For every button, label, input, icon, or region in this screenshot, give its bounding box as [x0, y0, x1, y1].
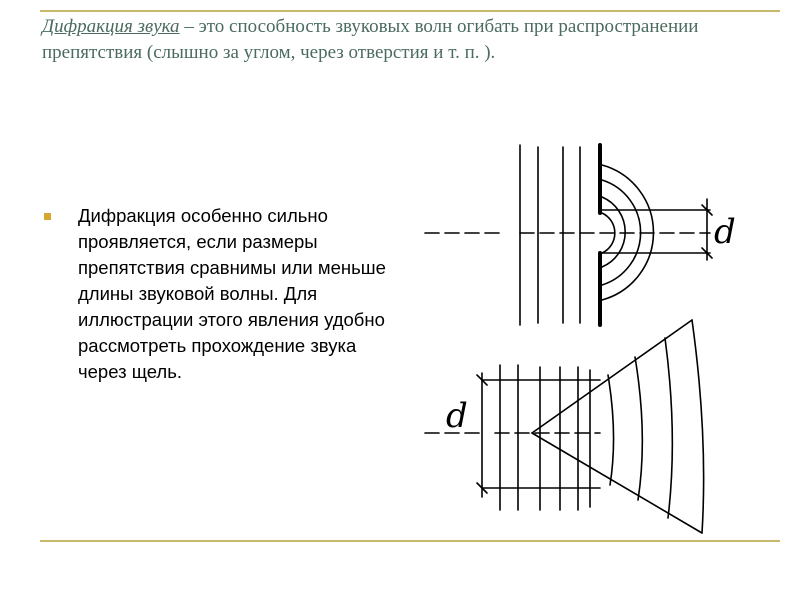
- bottom-arc-4: [691, 319, 705, 534]
- bottom-cone-lower: [531, 432, 703, 534]
- title-definition: – это способность звуковых волн огибать …: [42, 16, 699, 63]
- slide-title: Дифракция звука – это способность звуков…: [42, 14, 762, 66]
- bottom-divider: [40, 540, 780, 542]
- top-dim-tick-lower: [701, 247, 713, 259]
- diffraction-figure: d d: [424, 143, 736, 534]
- top-arc-1: [601, 212, 616, 254]
- bottom-dimension-label: d: [446, 396, 468, 436]
- top-dim-tick-upper: [701, 204, 713, 216]
- bullet-text: Дифракция особенно сильно проявляется, е…: [78, 205, 386, 382]
- bottom-cone-upper: [531, 319, 693, 434]
- bottom-arc-1: [607, 374, 615, 486]
- title-term: Дифракция звука: [42, 16, 180, 37]
- bottom-arc-3: [664, 337, 674, 519]
- bullet-square-icon: [44, 213, 51, 220]
- top-divider: [40, 10, 780, 12]
- bottom-arc-2: [634, 356, 644, 501]
- top-dimension-label: d: [714, 212, 736, 252]
- top-arc-3: [601, 179, 642, 286]
- top-arc-4: [601, 164, 655, 301]
- top-arc-2: [601, 196, 626, 268]
